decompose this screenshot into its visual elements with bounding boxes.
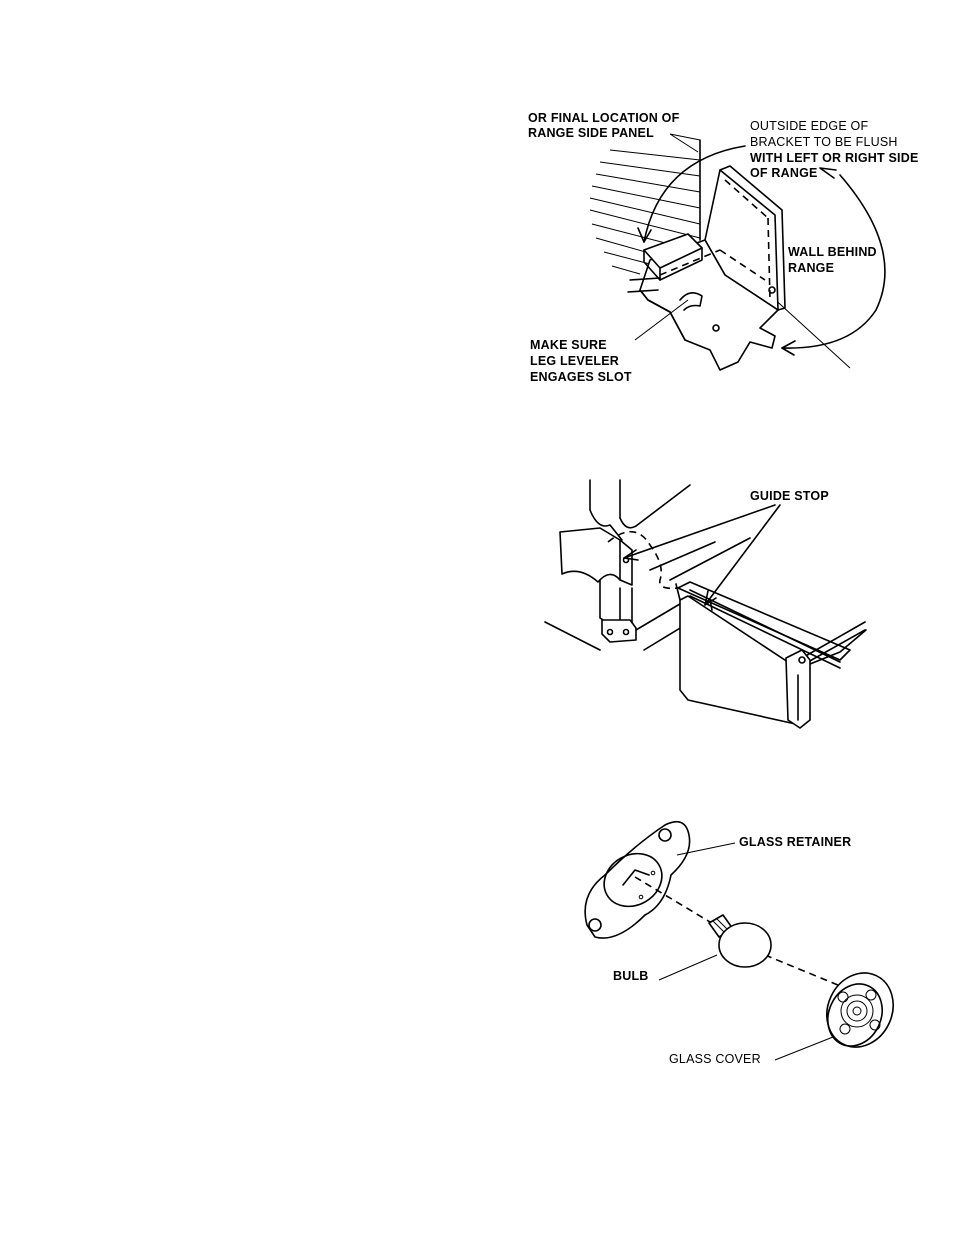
oven-light-illustration bbox=[575, 815, 905, 1085]
label-outside-edge-line1: OUTSIDE EDGE OF bbox=[750, 119, 868, 134]
label-glass-retainer: GLASS RETAINER bbox=[739, 835, 851, 850]
label-outside-edge-line4: OF RANGE bbox=[750, 166, 818, 181]
label-wall-behind-line2: RANGE bbox=[788, 261, 834, 276]
label-outside-edge-line2: BRACKET TO BE FLUSH bbox=[750, 135, 898, 150]
label-bulb: BULB bbox=[613, 969, 649, 984]
label-guide-stop: GUIDE STOP bbox=[750, 489, 829, 504]
oven-light-figure: GLASS RETAINER BULB GLASS COVER bbox=[575, 815, 905, 1085]
label-make-sure-line2: LEG LEVELER bbox=[530, 354, 619, 369]
label-make-sure-line3: ENGAGES SLOT bbox=[530, 370, 632, 385]
bulb-shape bbox=[709, 915, 771, 967]
glass-retainer-shape bbox=[585, 822, 689, 938]
drawer-guide-stop-illustration bbox=[540, 470, 880, 740]
drawer-guide-stop-figure: GUIDE STOP bbox=[540, 470, 880, 740]
label-wall-behind-line1: WALL BEHIND bbox=[788, 245, 877, 260]
label-final-location-line2: RANGE SIDE PANEL bbox=[528, 126, 654, 141]
label-glass-cover: GLASS COVER bbox=[669, 1052, 761, 1067]
label-make-sure-line1: MAKE SURE bbox=[530, 338, 607, 353]
label-final-location-line1: OR FINAL LOCATION OF bbox=[528, 111, 679, 126]
label-outside-edge-line3: WITH LEFT OR RIGHT SIDE bbox=[750, 151, 918, 166]
glass-cover-shape bbox=[815, 962, 905, 1058]
anti-tip-bracket-figure: OR FINAL LOCATION OF RANGE SIDE PANEL OU… bbox=[520, 100, 940, 400]
